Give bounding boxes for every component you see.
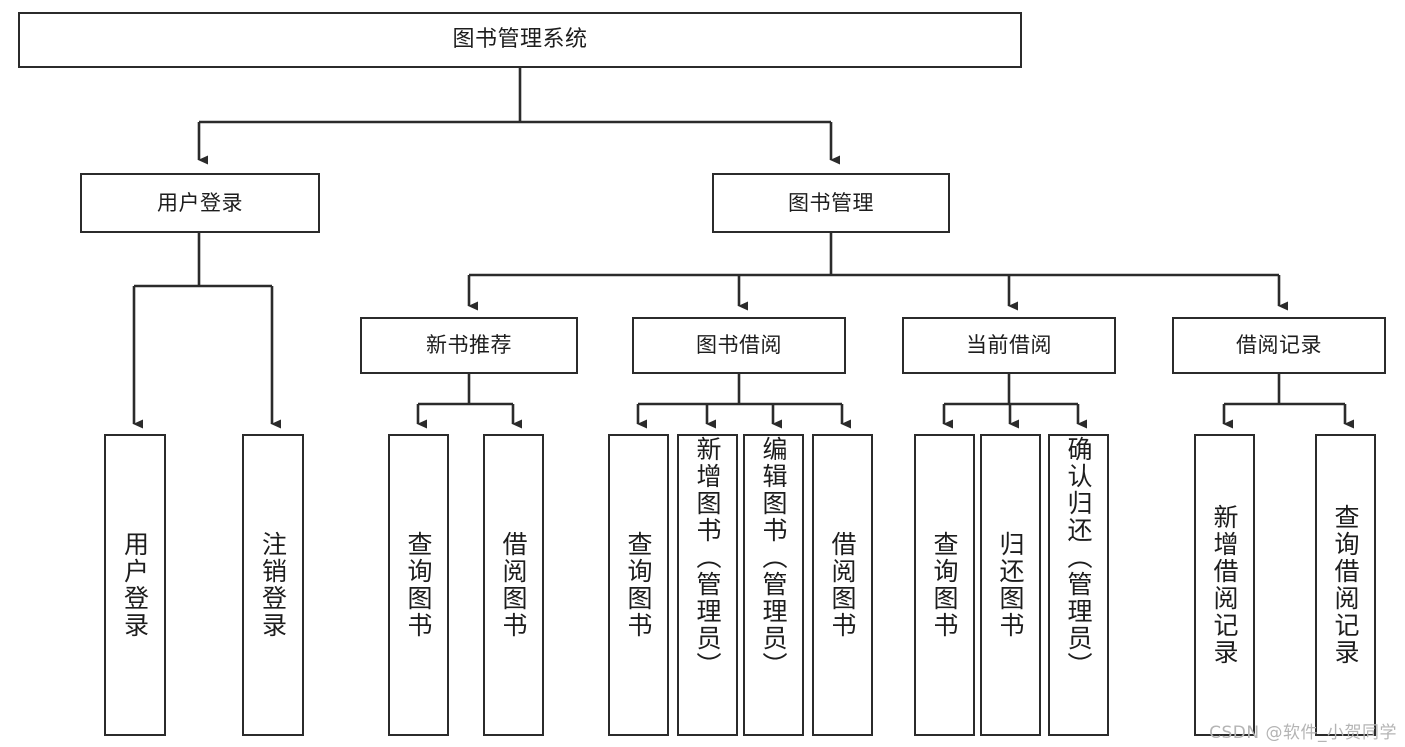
node-user-login[interactable]: 用户登录 [80,173,320,233]
node-current-borrow[interactable]: 当前借阅 [902,317,1116,374]
node-book-management[interactable]: 图书管理 [712,173,950,233]
leaf-borrow-book-2[interactable]: 借阅图书 [812,434,873,736]
leaf-query-book-1[interactable]: 查询图书 [388,434,449,736]
node-label: 借阅记录 [1236,333,1322,358]
leaf-confirm-return-admin[interactable]: 确认归还（管理员） [1048,434,1109,736]
node-label: 新增借阅记录 [1210,504,1239,666]
node-label: 查询图书 [624,531,653,639]
watermark: CSDN @软件_小贺同学 [1209,723,1397,743]
node-label: 查询借阅记录 [1331,504,1360,666]
node-label: 归还图书 [996,531,1025,639]
leaf-add-borrow-record[interactable]: 新增借阅记录 [1194,434,1255,736]
leaf-query-borrow-record[interactable]: 查询借阅记录 [1315,434,1376,736]
leaf-return-book[interactable]: 归还图书 [980,434,1041,736]
node-label: 用户登录 [157,190,243,215]
node-borrow-record[interactable]: 借阅记录 [1172,317,1386,374]
node-label: 图书管理 [788,190,874,215]
node-label: 查询图书 [930,531,959,639]
node-label: 新书推荐 [426,333,512,358]
node-book-borrow[interactable]: 图书借阅 [632,317,846,374]
leaf-borrow-book-1[interactable]: 借阅图书 [483,434,544,736]
leaf-user-login[interactable]: 用户登录 [104,434,166,736]
node-label: 图书管理系统 [452,27,588,53]
node-new-book-recommend[interactable]: 新书推荐 [360,317,578,374]
node-label: 图书借阅 [696,333,782,358]
node-label: 确认归还（管理员） [1064,436,1093,679]
leaf-edit-book-admin[interactable]: 编辑图书（管理员） [743,434,804,736]
node-label: 编辑图书（管理员） [759,436,788,679]
leaf-add-book-admin[interactable]: 新增图书（管理员） [677,434,738,736]
node-label: 注销登录 [258,531,288,639]
leaf-query-book-3[interactable]: 查询图书 [914,434,975,736]
leaf-query-book-2[interactable]: 查询图书 [608,434,669,736]
node-root-book-management-system[interactable]: 图书管理系统 [18,12,1022,68]
node-label: 用户登录 [120,531,150,639]
node-label: 新增图书（管理员） [693,436,722,679]
leaf-logout-login[interactable]: 注销登录 [242,434,304,736]
node-label: 当前借阅 [966,333,1052,358]
node-label: 查询图书 [404,531,433,639]
node-label: 借阅图书 [499,531,528,639]
node-label: 借阅图书 [828,531,857,639]
